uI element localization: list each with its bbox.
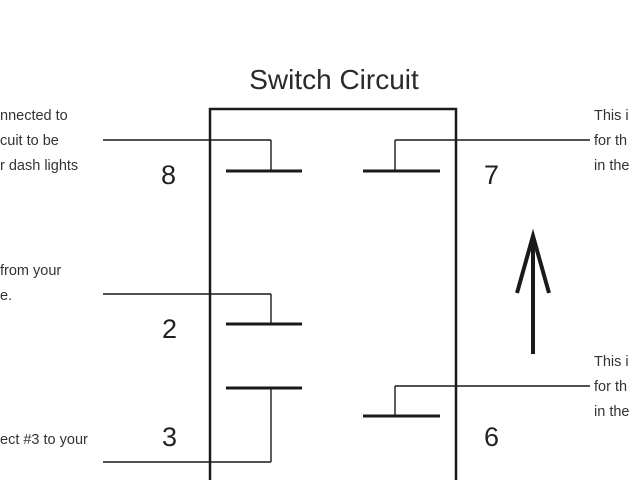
note-line: cuit to be xyxy=(0,133,59,149)
note-line: This i xyxy=(594,354,629,370)
note-line: in the xyxy=(594,158,630,174)
note-line: for th xyxy=(594,379,628,395)
note-mid-left: from your e. xyxy=(0,259,61,309)
contact-2 xyxy=(103,293,302,326)
switch-body xyxy=(208,107,458,480)
note-line: nnected to xyxy=(0,108,68,124)
pin-label-7: 7 xyxy=(484,160,500,190)
note-line: for th xyxy=(594,133,628,149)
note-line: e. xyxy=(0,288,13,304)
contact-3 xyxy=(103,386,302,463)
note-bottom-left: ect #3 to your xyxy=(0,428,88,453)
pin-label-3: 3 xyxy=(162,422,178,452)
contact-8 xyxy=(103,139,302,173)
note-line: in the xyxy=(594,404,630,420)
note-line: ect #3 to your xyxy=(0,432,88,448)
contact-6 xyxy=(363,385,590,418)
note-top-right: This i for th in the xyxy=(594,104,629,179)
note-line: from your xyxy=(0,263,62,279)
pin-label-2: 2 xyxy=(162,314,178,344)
note-line: This i xyxy=(594,108,629,124)
note-top-left: nnected to cuit to be r dash lights xyxy=(0,104,78,179)
contact-7 xyxy=(363,139,590,173)
pin-label-8: 8 xyxy=(161,160,177,190)
note-bottom-right: This i for th in the xyxy=(594,350,629,425)
note-line: r dash lights xyxy=(0,158,79,174)
diagram-title: Switch Circuit xyxy=(249,64,419,95)
up-arrow-icon xyxy=(515,228,551,354)
pin-label-6: 6 xyxy=(484,422,500,452)
